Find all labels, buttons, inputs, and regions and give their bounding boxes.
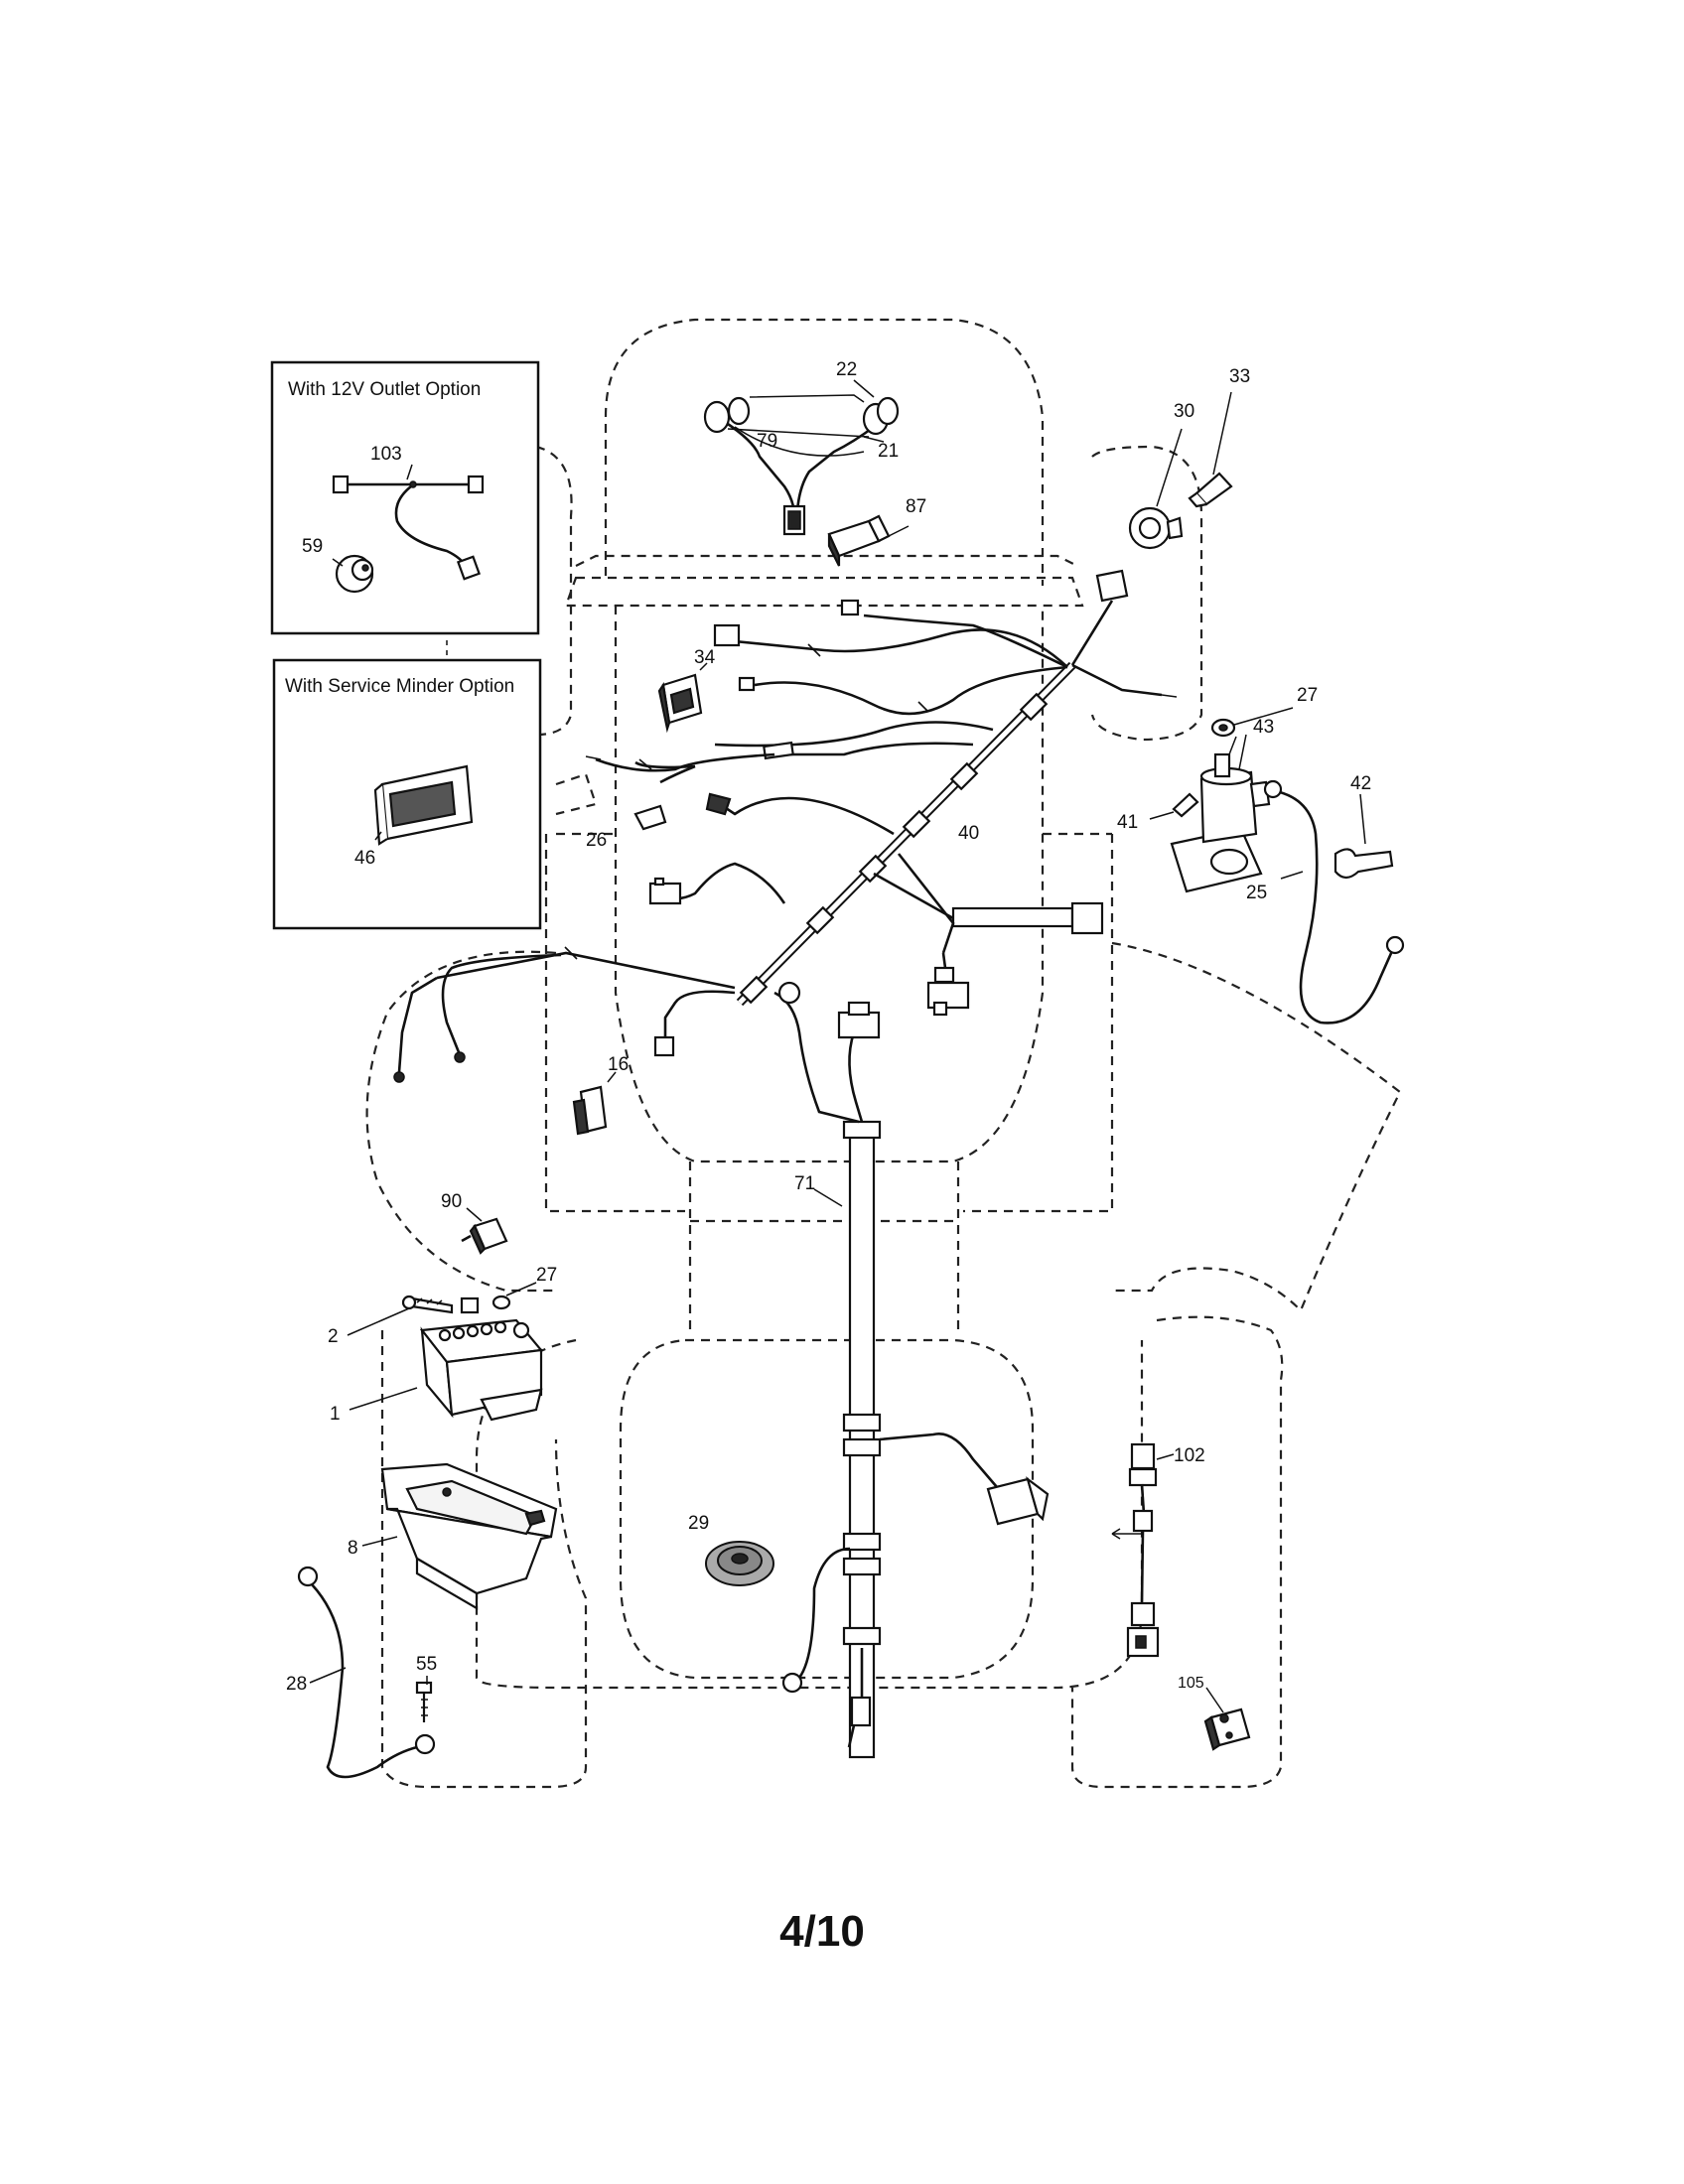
label-33: 33 bbox=[1229, 366, 1250, 387]
label-41: 41 bbox=[1117, 812, 1138, 833]
label-29: 29 bbox=[688, 1513, 709, 1534]
label-22: 22 bbox=[836, 359, 857, 380]
main-harness bbox=[393, 569, 1178, 1083]
label-90: 90 bbox=[441, 1191, 462, 1212]
label-8: 8 bbox=[348, 1538, 358, 1559]
label-55: 55 bbox=[416, 1654, 437, 1675]
harness-71 bbox=[773, 981, 1050, 1759]
battery bbox=[347, 1282, 544, 1422]
label-102: 102 bbox=[1174, 1445, 1205, 1466]
label-40: 40 bbox=[958, 823, 979, 844]
label-42: 42 bbox=[1350, 773, 1371, 794]
label-1: 1 bbox=[330, 1404, 341, 1425]
label-21: 21 bbox=[878, 441, 899, 462]
label-34: 34 bbox=[694, 647, 716, 668]
starter-solenoid bbox=[1149, 707, 1405, 1024]
label-16: 16 bbox=[608, 1054, 629, 1075]
label-2: 2 bbox=[328, 1326, 339, 1347]
label-43: 43 bbox=[1253, 717, 1274, 738]
ignition-switch bbox=[1128, 391, 1233, 550]
label-79: 79 bbox=[757, 431, 777, 452]
outlet-option-box: With 12V Outlet Option bbox=[270, 360, 540, 635]
battery-cable-28 bbox=[297, 1566, 436, 1779]
switch-105 bbox=[1203, 1687, 1251, 1751]
label-28: 28 bbox=[286, 1674, 307, 1695]
label-105: 105 bbox=[1178, 1675, 1204, 1692]
service-option-box: With Service Minder Option bbox=[272, 640, 542, 930]
label-46: 46 bbox=[354, 848, 375, 869]
battery-tray bbox=[361, 1462, 558, 1610]
label-71: 71 bbox=[794, 1173, 815, 1194]
outlet-option-title: With 12V Outlet Option bbox=[288, 379, 481, 400]
label-103: 103 bbox=[370, 444, 402, 465]
label-25: 25 bbox=[1246, 883, 1267, 903]
switch-34 bbox=[657, 662, 708, 734]
harness-102 bbox=[1111, 1442, 1175, 1658]
label-30: 30 bbox=[1174, 401, 1194, 422]
bolt-55 bbox=[415, 1676, 433, 1722]
switch-16 bbox=[572, 1071, 617, 1136]
relay-87 bbox=[827, 514, 910, 567]
tractor-outline bbox=[365, 318, 1402, 1789]
relay-90 bbox=[461, 1207, 508, 1255]
label-87: 87 bbox=[906, 496, 926, 517]
label-26: 26 bbox=[586, 830, 607, 851]
part-labels: 103 59 46 22 79 21 87 30 33 34 27 43 42 … bbox=[286, 359, 1371, 1695]
label-59: 59 bbox=[302, 536, 323, 557]
service-option-title: With Service Minder Option bbox=[285, 676, 514, 697]
label-27a: 27 bbox=[1297, 685, 1318, 706]
headlight-assembly bbox=[703, 379, 900, 536]
horn-29 bbox=[705, 1541, 774, 1586]
page-number: 4/10 bbox=[779, 1907, 865, 1956]
label-27b: 27 bbox=[536, 1265, 557, 1286]
